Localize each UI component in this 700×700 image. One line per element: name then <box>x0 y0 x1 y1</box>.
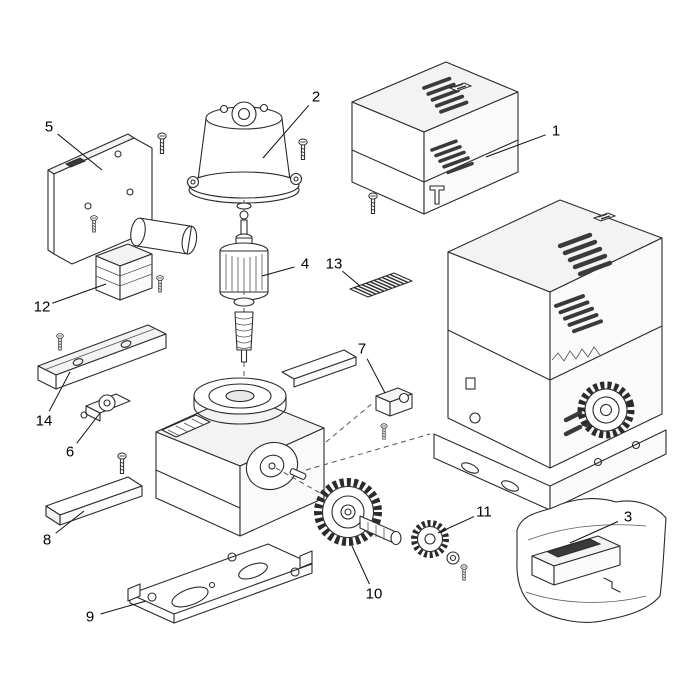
callout-leader-14 <box>48 371 71 412</box>
bolt-icon <box>117 452 127 474</box>
washer-icon <box>446 551 460 565</box>
callout-label-2: 2 <box>312 89 320 106</box>
bolt-icon <box>56 333 64 351</box>
pin-icon <box>289 468 307 480</box>
callout-label-10: 10 <box>366 586 383 603</box>
part-13-ribbed-strip <box>349 272 413 298</box>
callout-leader-1 <box>485 134 546 158</box>
hatch-lines <box>167 418 205 437</box>
callout-label-12: 12 <box>34 299 51 316</box>
part-10-worm-gear <box>314 478 402 546</box>
callout-leader-5 <box>57 133 103 171</box>
callout-leader-13 <box>342 270 361 287</box>
part-11-pinion-sprocket <box>411 520 468 581</box>
callout-label-6: 6 <box>66 444 74 461</box>
callout-leader-7 <box>366 358 386 394</box>
callout-leader-2 <box>262 104 310 159</box>
callout-leader-3 <box>569 521 619 544</box>
worm-thread <box>234 316 254 349</box>
screw-icon <box>368 192 378 214</box>
ribs <box>353 273 409 297</box>
callout-leader-8 <box>55 510 85 534</box>
part-5-cover-plate <box>47 132 167 265</box>
part-14-mounting-rail <box>37 324 167 390</box>
screw-icon <box>157 132 167 154</box>
part-2-motor-cover <box>186 101 308 204</box>
screw-icon <box>298 138 308 160</box>
callout-label-11: 11 <box>476 504 492 521</box>
callout-leader-10 <box>351 545 370 585</box>
assembled-gate-operator <box>433 199 667 511</box>
callout-label-3: 3 <box>624 509 632 526</box>
release-lock-icon <box>469 412 481 424</box>
cover-strip <box>281 349 357 388</box>
callout-leader-4 <box>261 266 295 277</box>
part-12-transformer <box>95 243 164 301</box>
callout-label-14: 14 <box>36 413 53 430</box>
part-9-base-plate <box>127 543 313 624</box>
spring-icon <box>551 346 601 362</box>
callout-leader-9 <box>100 600 147 615</box>
bolt-icon <box>460 564 468 581</box>
callout-label-1: 1 <box>552 123 560 140</box>
callout-label-13: 13 <box>326 256 343 273</box>
part-7-limit-bracket <box>375 387 413 440</box>
callout-leader-11 <box>437 516 475 534</box>
callout-label-4: 4 <box>301 256 309 273</box>
part-1-cover-housing <box>351 61 519 215</box>
armature-windings <box>225 254 263 292</box>
capacitor <box>130 217 198 255</box>
callout-label-8: 8 <box>43 532 51 549</box>
part-6-roller-bracket <box>80 393 131 422</box>
release-key-slot <box>429 185 445 205</box>
callout-label-5: 5 <box>45 119 53 136</box>
lock-cutout <box>465 377 476 390</box>
part-8-cover-bar <box>45 476 143 526</box>
callout-leader-12 <box>52 283 107 304</box>
part-3-foundation-plate <box>516 498 667 623</box>
screw-icon <box>156 275 164 293</box>
callout-leader-6 <box>76 412 101 444</box>
drive-sprocket <box>577 381 635 439</box>
callout-label-7: 7 <box>358 341 366 358</box>
callout-label-9: 9 <box>86 609 94 626</box>
output-boss <box>245 441 299 491</box>
shaft-end <box>390 530 402 546</box>
screw-icon <box>380 423 388 440</box>
part-4-rotor-worm-shaft <box>219 200 269 390</box>
